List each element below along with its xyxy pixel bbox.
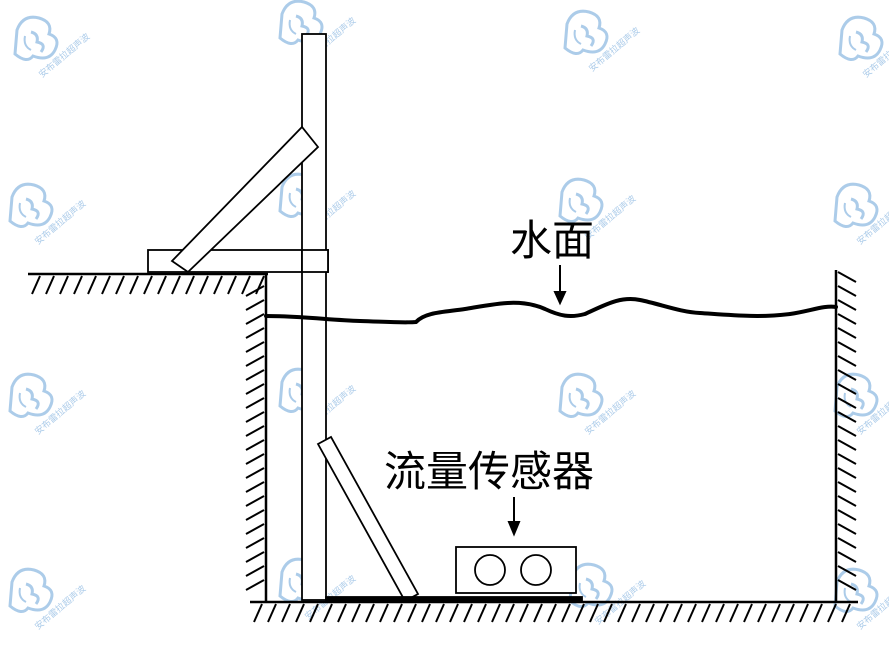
- sensor-transducer-right: [520, 554, 552, 586]
- sensor-transducer-left: [474, 554, 506, 586]
- watermark-text: 安布雷拉超声波: [582, 388, 638, 438]
- water-surface-label: 水面: [510, 216, 594, 265]
- base-plate: [325, 596, 583, 603]
- watermark-text: 安布雷拉超声波: [32, 388, 88, 438]
- lower-diagonal-brace: [316, 435, 420, 603]
- sensor-body: [455, 546, 577, 594]
- watermark-text: 安布雷拉超声波: [32, 198, 88, 248]
- watermark-text: 安布雷拉超声波: [32, 583, 88, 633]
- water-surface-arrow: [553, 265, 567, 306]
- water-surface-line: [264, 297, 838, 325]
- flow-sensor-device: [455, 546, 577, 594]
- watermark-text: 安布雷拉超声波: [36, 31, 92, 81]
- left-bank-ground: [28, 272, 268, 295]
- right-channel-wall: [834, 270, 857, 602]
- flow-sensor-label: 流量传感器: [384, 447, 594, 496]
- watermark-text: 安布雷拉超声波: [586, 25, 642, 75]
- mounting-frame: [147, 33, 583, 603]
- upper-diagonal-brace: [170, 125, 320, 274]
- flow-sensor-arrow: [507, 497, 521, 537]
- channel-bottom: [250, 600, 858, 623]
- left-channel-wall: [245, 274, 268, 602]
